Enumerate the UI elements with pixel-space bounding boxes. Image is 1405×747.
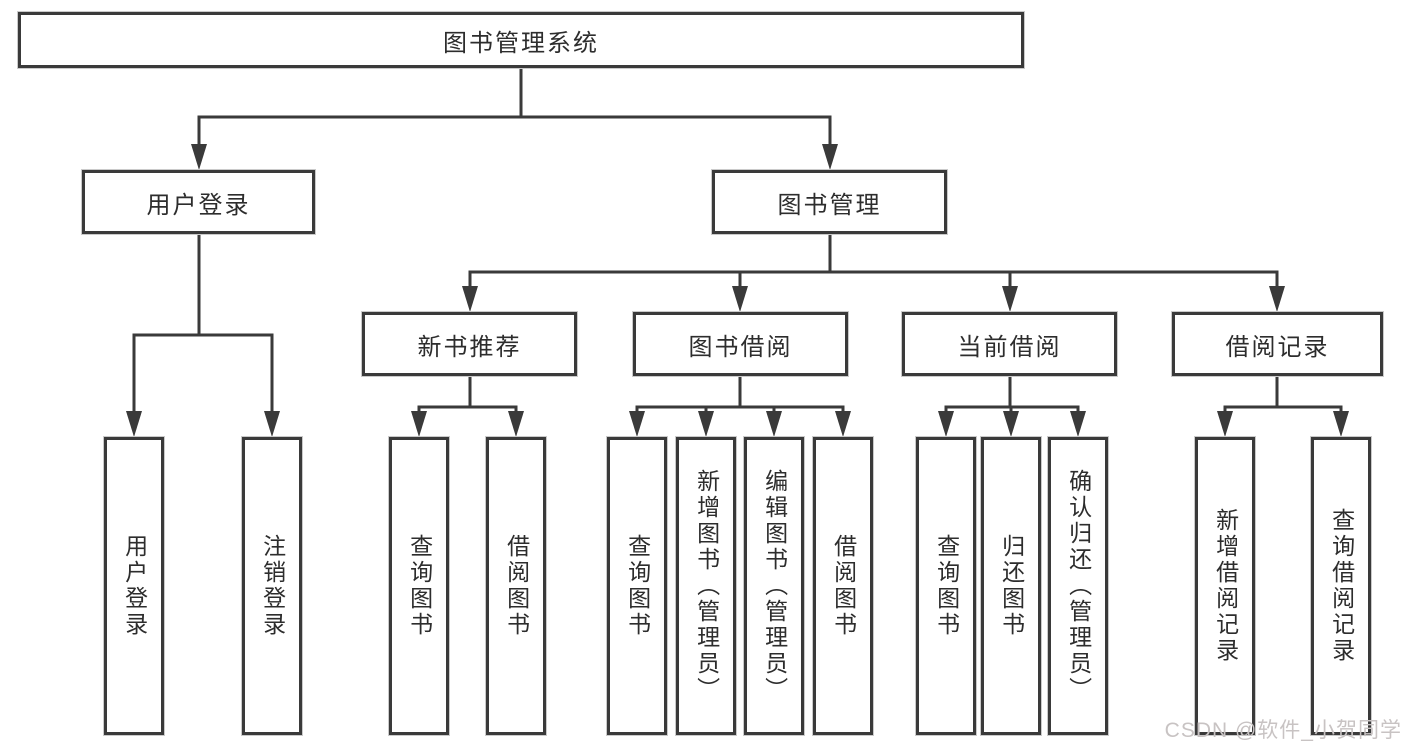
leaf-bb-borrow-books: 借阅图书 [812, 436, 874, 736]
leaf-bb-add-books-admin-label: 新增图书（管理员） [693, 469, 720, 703]
leaf-user-login-label: 用户登录 [121, 534, 148, 638]
node-new-book-recommend-label: 新书推荐 [417, 333, 522, 361]
leaf-cb-return-books-label: 归还图书 [998, 534, 1025, 638]
leaf-cb-return-books: 归还图书 [980, 436, 1042, 736]
leaf-cb-confirm-return-admin: 确认归还（管理员） [1047, 436, 1109, 736]
node-current-borrowing-label: 当前借阅 [957, 333, 1062, 361]
leaf-cb-confirm-return-admin-label: 确认归还（管理员） [1065, 469, 1092, 703]
leaf-nb-borrow-books-label: 借阅图书 [503, 534, 530, 638]
leaf-cb-query-books-label: 查询图书 [933, 534, 960, 638]
node-borrowing-records: 借阅记录 [1171, 311, 1384, 377]
node-book-management-label: 图书管理 [777, 191, 882, 219]
leaf-bb-borrow-books-label: 借阅图书 [830, 534, 857, 638]
node-user-login: 用户登录 [81, 169, 316, 235]
leaf-logout-label: 注销登录 [259, 534, 286, 638]
leaf-bb-edit-books-admin-label: 编辑图书（管理员） [761, 469, 788, 703]
node-current-borrowing: 当前借阅 [901, 311, 1118, 377]
node-user-login-label: 用户登录 [146, 191, 251, 219]
leaf-br-query-record: 查询借阅记录 [1310, 436, 1372, 736]
leaf-user-login: 用户登录 [103, 436, 165, 736]
leaf-cb-query-books: 查询图书 [915, 436, 977, 736]
leaf-br-add-record-label: 新增借阅记录 [1212, 508, 1239, 664]
node-root-library-system: 图书管理系统 [17, 11, 1025, 69]
leaf-bb-query-books: 查询图书 [606, 436, 668, 736]
leaf-bb-edit-books-admin: 编辑图书（管理员） [743, 436, 805, 736]
leaf-bb-query-books-label: 查询图书 [624, 534, 651, 638]
node-book-borrowing-label: 图书借阅 [688, 333, 793, 361]
csdn-watermark: CSDN @软件_小贺同学 [1164, 719, 1402, 742]
leaf-nb-borrow-books: 借阅图书 [485, 436, 547, 736]
node-book-management: 图书管理 [711, 169, 948, 235]
node-borrowing-records-label: 借阅记录 [1225, 333, 1330, 361]
leaf-bb-add-books-admin: 新增图书（管理员） [675, 436, 737, 736]
node-new-book-recommend: 新书推荐 [361, 311, 578, 377]
leaf-logout: 注销登录 [241, 436, 303, 736]
leaf-nb-query-books: 查询图书 [388, 436, 450, 736]
node-book-borrowing: 图书借阅 [632, 311, 849, 377]
leaf-nb-query-books-label: 查询图书 [406, 534, 433, 638]
node-root-label: 图书管理系统 [443, 29, 599, 57]
leaf-br-query-record-label: 查询借阅记录 [1328, 508, 1355, 664]
leaf-br-add-record: 新增借阅记录 [1194, 436, 1256, 736]
